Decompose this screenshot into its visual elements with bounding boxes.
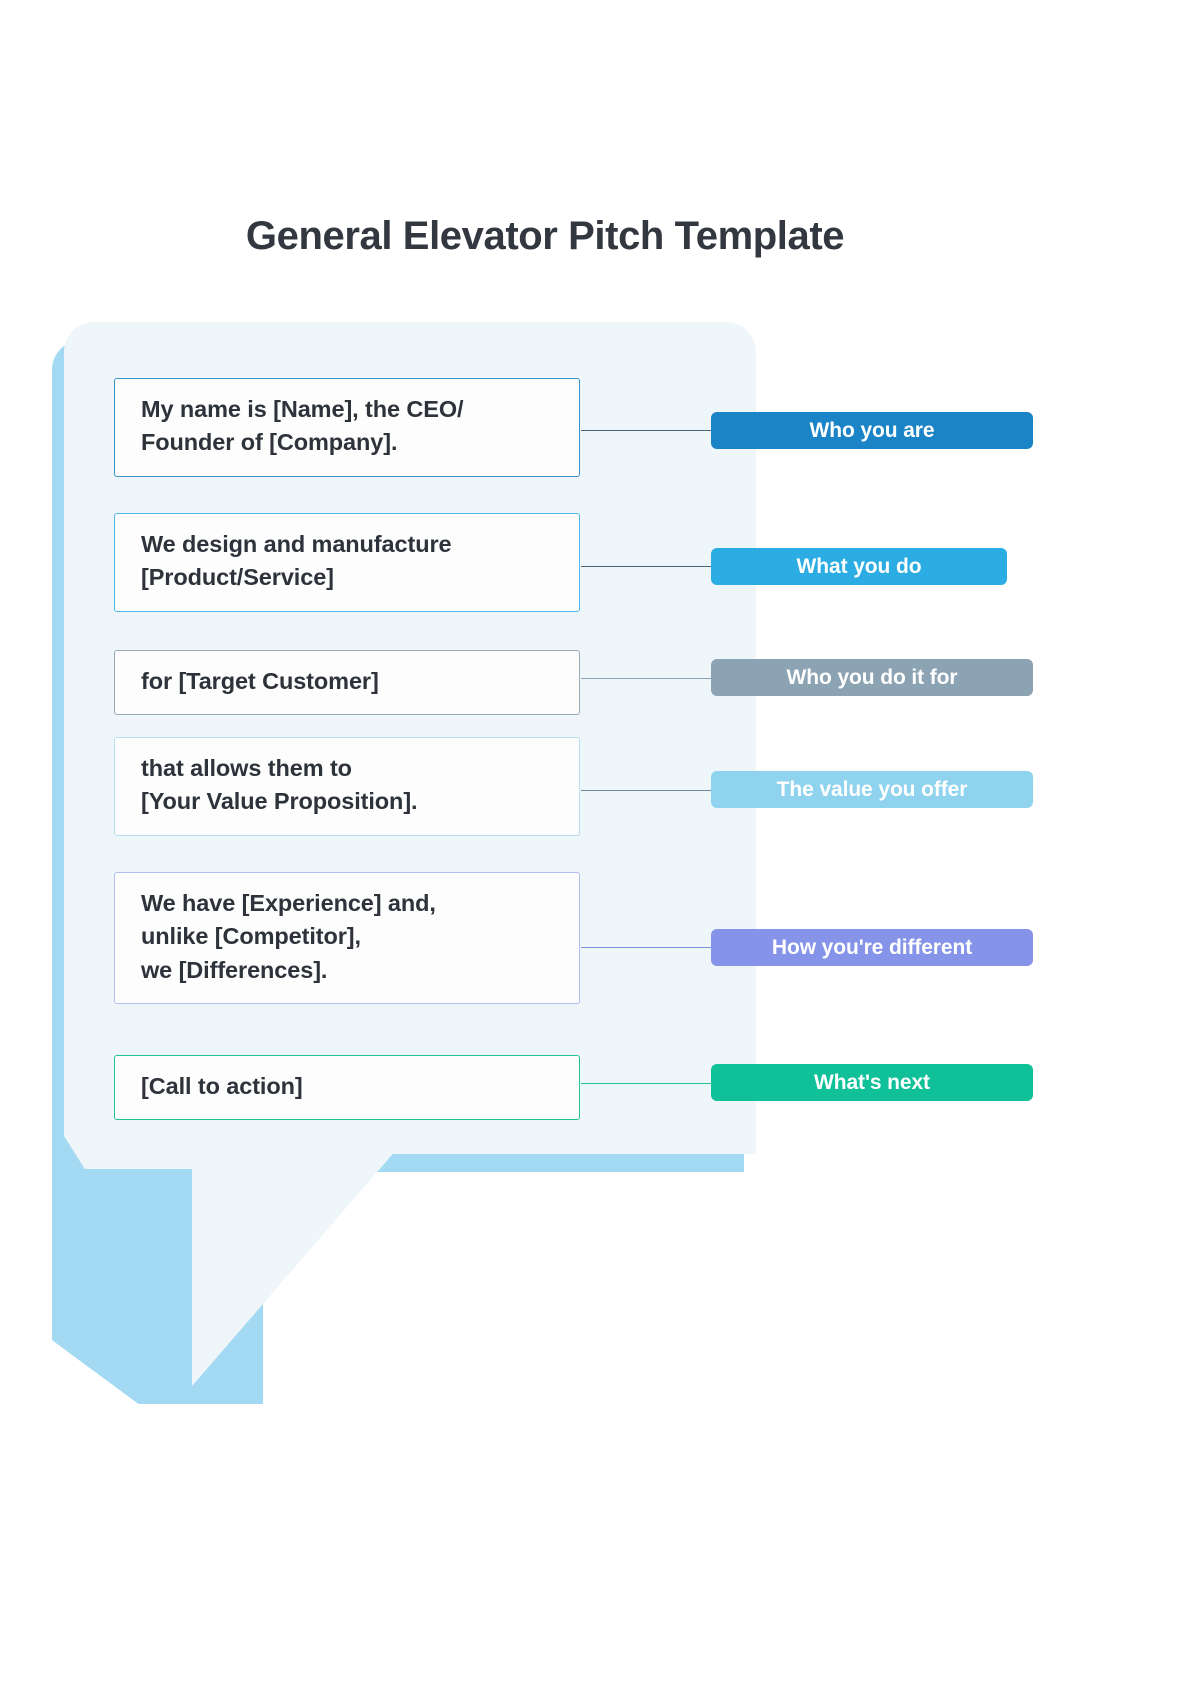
statement-line: for [Target Customer] <box>141 668 379 694</box>
statement-line: unlike [Competitor], <box>141 923 361 950</box>
pitch-label[interactable]: How you're different <box>711 929 1033 966</box>
statement-line: we [Differences]. <box>141 956 328 983</box>
connector-line <box>581 566 711 567</box>
statement-box[interactable]: [Call to action] <box>114 1055 580 1121</box>
statement-line: We design and manufacture <box>141 531 452 557</box>
statement-line: Founder of [Company]. <box>141 429 398 456</box>
statement-line: [Your Value Proposition]. <box>141 788 418 815</box>
statement-box[interactable]: for [Target Customer] <box>114 650 580 716</box>
statement-line: My name is [Name], the CEO/ <box>141 396 464 422</box>
statement-line: that allows them to <box>141 755 352 781</box>
pitch-label[interactable]: What's next <box>711 1064 1033 1101</box>
pitch-label[interactable]: What you do <box>711 548 1007 585</box>
connector-line <box>581 947 711 948</box>
pitch-label[interactable]: The value you offer <box>711 771 1033 808</box>
statement-box[interactable]: My name is [Name], the CEO/ Founder of [… <box>114 378 580 477</box>
connector-line <box>581 790 711 791</box>
statement-line: We have [Experience] and, <box>141 890 436 916</box>
pitch-label[interactable]: Who you are <box>711 412 1033 449</box>
statement-box[interactable]: We have [Experience] and, unlike [Compet… <box>114 872 580 1005</box>
statement-box[interactable]: that allows them to [Your Value Proposit… <box>114 737 580 836</box>
connector-line <box>581 1083 711 1084</box>
pitch-label[interactable]: Who you do it for <box>711 659 1033 696</box>
statement-line: [Call to action] <box>141 1073 303 1099</box>
statement-line: [Product/Service] <box>141 564 334 591</box>
page-title: General Elevator Pitch Template <box>245 214 845 258</box>
statement-box[interactable]: We design and manufacture [Product/Servi… <box>114 513 580 612</box>
connector-line <box>581 430 711 431</box>
connector-line <box>581 678 711 679</box>
